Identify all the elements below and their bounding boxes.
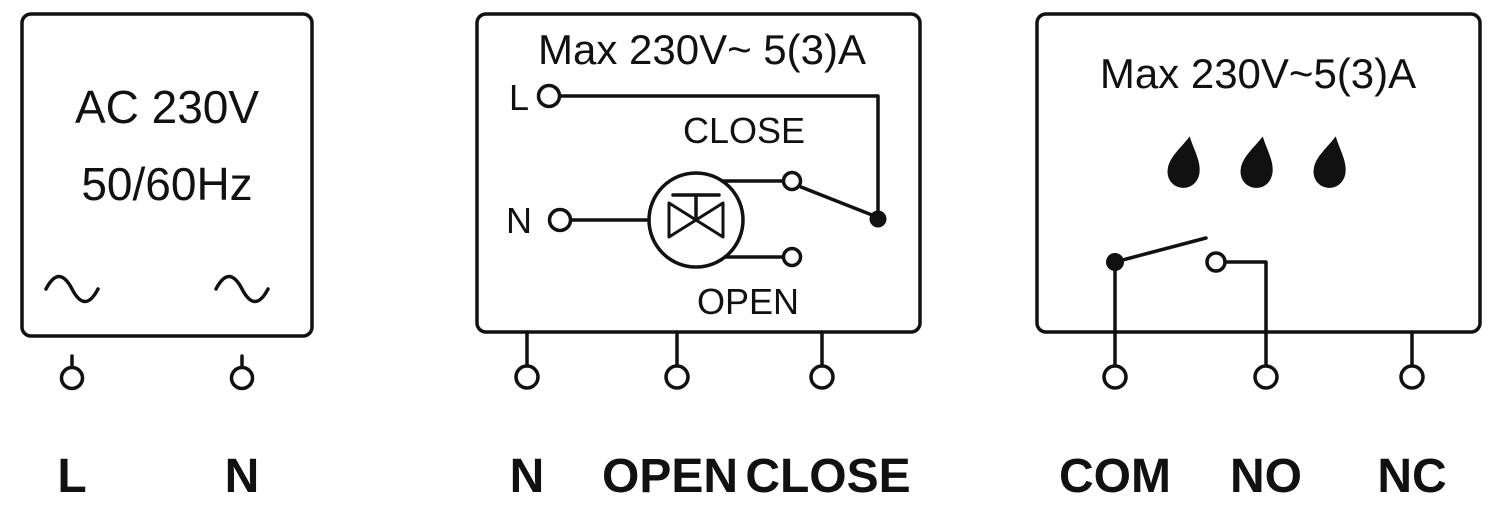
valve-control-section: Max 230V~ 5(3)A L CLOSE OPEN N <box>475 12 922 503</box>
valve-icon <box>647 171 745 269</box>
terminal-circle-l <box>59 365 85 391</box>
terminal-label-nc: NC <box>1377 450 1446 503</box>
terminal-circle-no <box>1253 364 1279 390</box>
open-contact-circle <box>781 246 803 268</box>
open-contact-label: OPEN <box>697 281 799 322</box>
relay-switch-arm <box>1113 236 1208 264</box>
water-drop-icon <box>1240 136 1273 188</box>
valve-live-label: L <box>509 77 529 118</box>
neutral-node-circle <box>547 207 573 233</box>
valve-neutral-label: N <box>506 200 532 241</box>
water-drop-shape <box>1240 136 1273 188</box>
water-drop-icon <box>1313 136 1346 188</box>
relay-output-section: Max 230V~5(3)A COM NO NC <box>1035 12 1482 503</box>
power-supply-section: AC 230V 50/60Hz L N <box>20 12 314 503</box>
valve-triangle-right <box>694 201 725 239</box>
valve-box-outline <box>475 12 922 334</box>
valve-rating-label: Max 230V~ 5(3)A <box>538 26 866 73</box>
terminal-circle-close <box>809 364 835 390</box>
valve-triangle-left <box>667 201 698 239</box>
terminal-label-valve-n: N <box>510 450 545 503</box>
relay-rating-label: Max 230V~5(3)A <box>1100 50 1416 97</box>
terminal-label-close: CLOSE <box>745 450 910 503</box>
power-voltage-label: AC 230V <box>75 81 259 133</box>
relay-box-outline <box>1035 12 1482 334</box>
terminal-circle-valve-n <box>514 364 540 390</box>
sine-wave-icon <box>214 274 270 304</box>
water-drop-shape <box>1313 136 1346 188</box>
terminal-label-open: OPEN <box>602 450 738 503</box>
terminal-label-com: COM <box>1059 450 1171 503</box>
water-drop-icon <box>1167 136 1200 188</box>
switch-arm <box>799 185 874 217</box>
close-contact-label: CLOSE <box>683 110 805 151</box>
terminal-label-l: L <box>57 450 86 503</box>
wire-live <box>558 94 880 213</box>
terminal-label-n: N <box>225 450 260 503</box>
close-contact-circle <box>781 170 803 192</box>
valve-circle <box>647 171 745 269</box>
live-node-circle <box>536 83 562 109</box>
terminal-circle-n <box>229 365 255 391</box>
switch-pivot-dot <box>869 210 887 228</box>
terminal-circle-nc <box>1399 364 1425 390</box>
relay-no-contact-circle <box>1205 251 1227 273</box>
power-frequency-label: 50/60Hz <box>81 158 252 210</box>
terminal-circle-com <box>1102 364 1128 390</box>
power-box-outline <box>20 12 314 338</box>
terminal-circle-open <box>664 364 690 390</box>
terminal-label-no: NO <box>1230 450 1302 503</box>
water-drop-shape <box>1167 136 1200 188</box>
wire-no <box>1223 260 1268 368</box>
sine-wave-icon <box>44 274 100 304</box>
